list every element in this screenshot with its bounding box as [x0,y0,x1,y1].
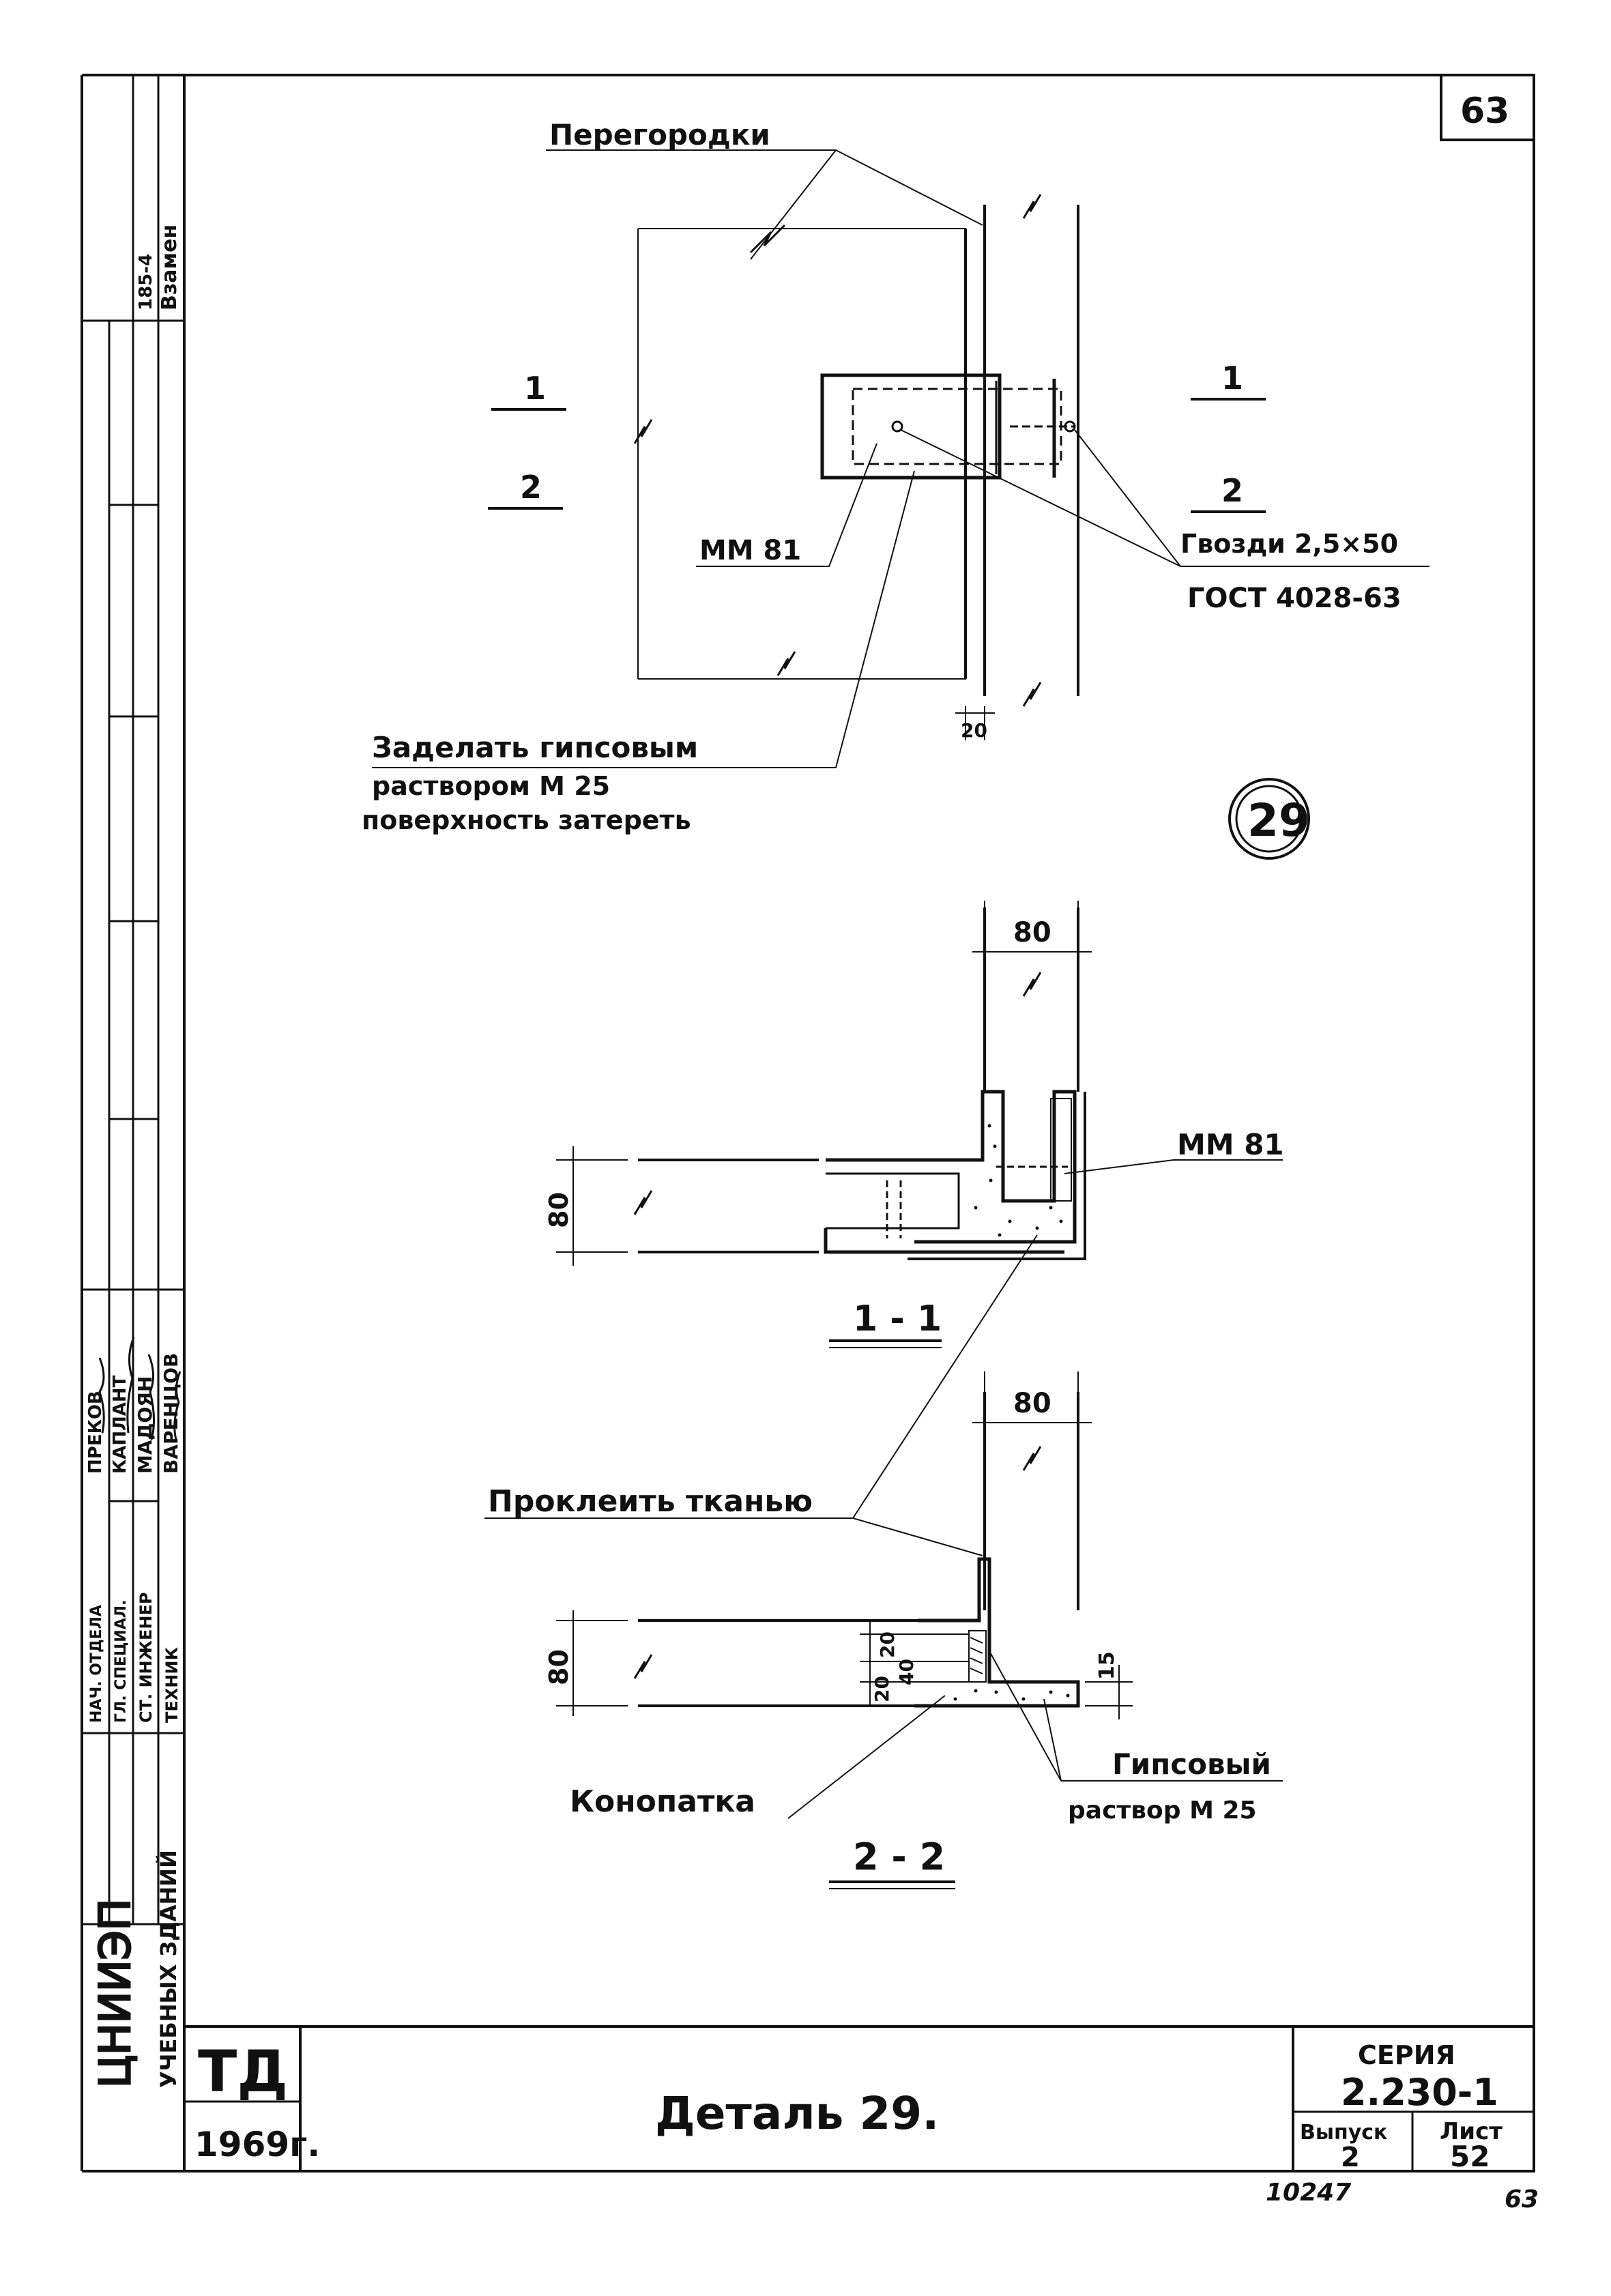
section-2-dim-15: 15 [1095,1651,1119,1680]
section-2-label-plaster-2: раствор М 25 [1068,1797,1257,1825]
label-partitions: Перегородки [549,118,770,151]
section-1-label-mm81: ММ 81 [1177,1128,1284,1161]
org-subtitle: УЧЕБНЫХ ЗДАНИЙ [156,1850,182,2088]
label-fill-2: раствором М 25 [372,771,610,801]
signature-name-3: МАДОЯН [134,1376,156,1474]
signature-name-4: ВАРЕНЦОВ [160,1353,182,1474]
sheet-frame [81,74,1535,2173]
section-1-1: 80 80 ММ 81 1 - 1 [544,901,1284,1348]
section-2-dim-top: 80 [1013,1388,1051,1419]
label-fill-3: поверхность затереть [362,805,691,835]
issue-value: 2 [1341,2142,1360,2173]
sheet-number-box: 63 [1440,74,1535,141]
section-2-label-caulk: Конопатка [570,1784,755,1819]
signature-role-2: ГЛ. СПЕЦИАЛ. [113,1600,130,1723]
section-2-dim-20a: 20 [876,1631,899,1658]
sheet-value: 52 [1450,2140,1490,2173]
plan-section-1-left: 1 [524,370,546,407]
page-number-bottom: 63 [1505,2185,1539,2213]
left-stamp-strip [82,75,184,1926]
title-block: ТД 1969г. Деталь 29. СЕРИЯ 2.230-1 Выпус… [184,2025,1534,2173]
plan-view: 1 2 1 2 Перегородки ММ 81 Гвозди 2,5×50 … [362,118,1429,835]
section-2-dim-40: 40 [895,1659,918,1685]
issue-label: Выпуск [1300,2121,1387,2145]
sheet-number: 63 [1460,91,1509,132]
section-2-2: 80 80 20 20 40 15 Проклеить тканью Коноп… [484,1234,1283,1889]
plan-section-2-left: 2 [520,469,542,506]
plan-section-1-right: 1 [1221,360,1243,396]
replaces-value: 185-4 [136,254,156,310]
sheet-label: Лист [1440,2118,1503,2145]
section-1-dim-top: 80 [1013,917,1051,948]
section-2-title: 2 - 2 [853,1835,945,1878]
signature-role-4: ТЕХНИК [162,1647,182,1723]
series-value: 2.230-1 [1341,2071,1498,2114]
archive-number: 10247 [1266,2179,1351,2207]
left-stamp-text: Взамен 185-4 НАЧ. ОТДЕЛА ПРЕКОВ ГЛ. СПЕЦ… [85,224,182,2089]
label-fill-1: Заделать гипсовым [372,731,698,764]
section-2-label-glue: Проклеить тканью [488,1484,813,1519]
detail-number: 29 [1247,794,1310,847]
section-2-dim-left: 80 [544,1649,574,1685]
org-mark: ЦНИИЭП [90,1899,140,2088]
section-2-label-plaster-1: Гипсовый [1112,1747,1271,1781]
section-1-dim-left: 80 [544,1192,574,1228]
series-label: СЕРИЯ [1358,2040,1455,2070]
title-year: 1969г. [194,2125,320,2164]
label-gost: ГОСТ 4028-63 [1187,583,1402,614]
signature-role-3: СТ. ИНЖЕНЕР [136,1593,156,1723]
replaces-label: Взамен [158,224,182,310]
section-1-title: 1 - 1 [853,1298,942,1339]
plan-section-2-right: 2 [1221,472,1243,509]
drawing-title: Деталь 29. [655,2087,939,2140]
section-2-dim-20b: 20 [871,1676,893,1702]
signature-role-1: НАЧ. ОТДЕЛА [88,1605,105,1723]
plan-dim-20: 20 [961,719,987,742]
label-plan-mm81: ММ 81 [699,535,801,566]
detail-marker: 29 [1228,778,1310,860]
label-nails: Гвозди 2,5×50 [1180,529,1398,559]
title-code: ТД [198,2038,288,2105]
